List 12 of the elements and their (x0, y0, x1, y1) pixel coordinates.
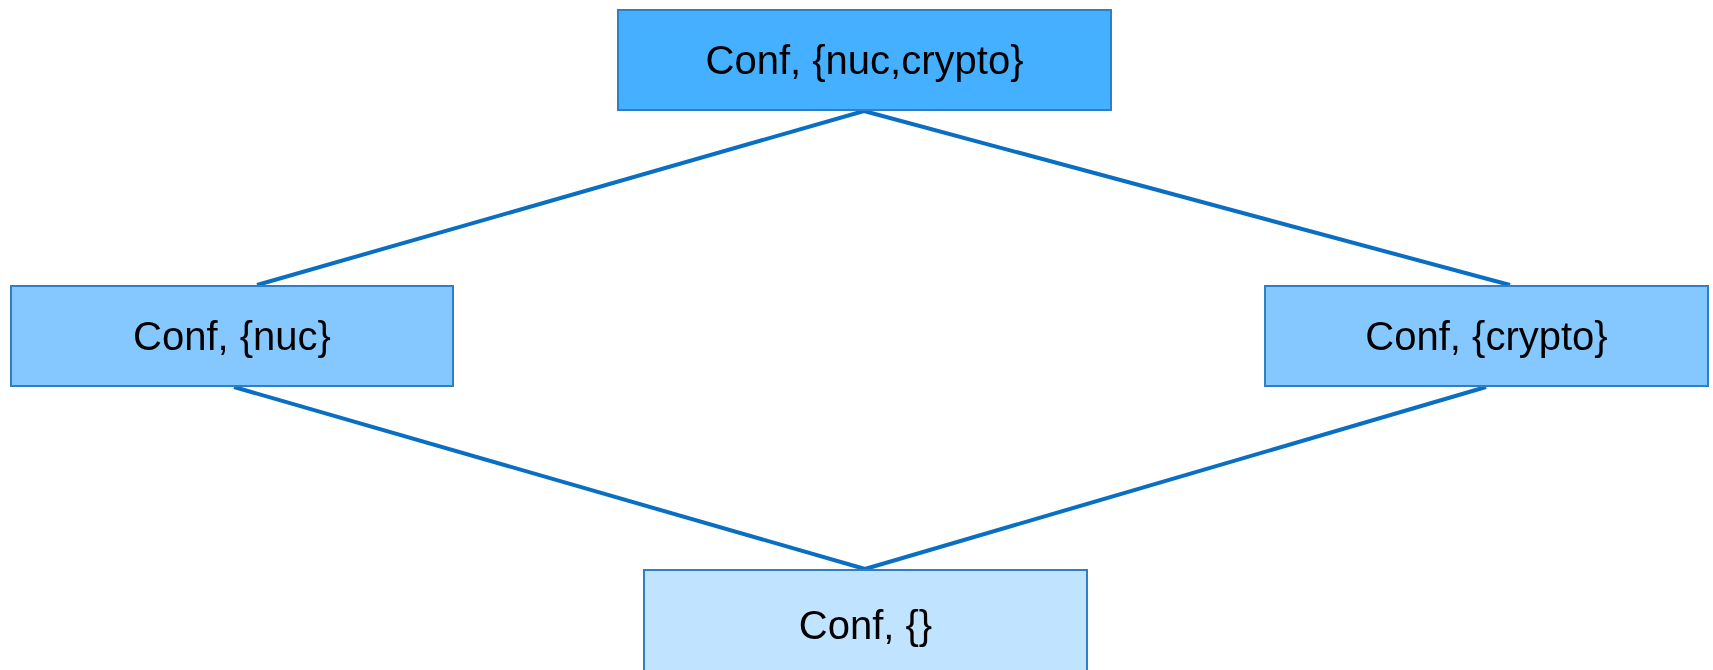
connector-line (256, 109, 865, 287)
node-label: Conf, {nuc} (133, 313, 331, 359)
process-box (617, 9, 1112, 111)
node-label: Conf, {} (798, 602, 933, 648)
connector-line (863, 109, 1511, 287)
connector-line (864, 385, 1487, 571)
node-label: Conf, {nuc,crypto} (705, 37, 1024, 83)
node-label: Conf, {crypto} (1365, 313, 1608, 359)
process-box (1264, 285, 1709, 387)
connector-line (233, 385, 866, 571)
process-box (643, 569, 1088, 670)
process-box (10, 285, 454, 387)
